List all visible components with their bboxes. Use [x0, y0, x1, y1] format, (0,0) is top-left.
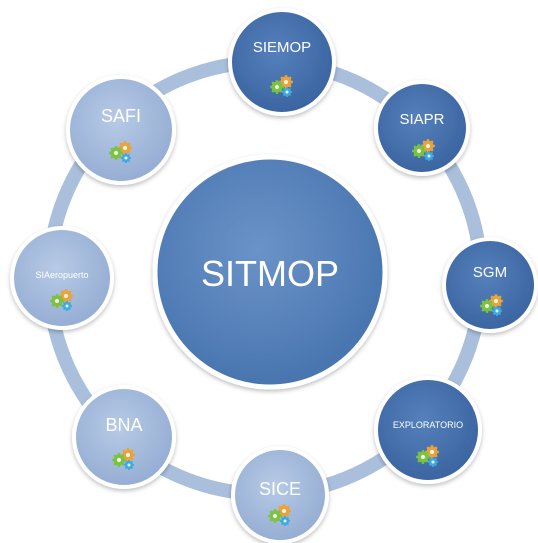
satellite-nodes: SIEMOP SIAPR SGM EXPLORATORIO SICE BNA SIAerop… [10, 8, 538, 543]
satellite-node-label: SAFI [101, 106, 141, 126]
satellite-node-label: EXPLORATORIO [393, 420, 463, 430]
satellite-node: SAFI [66, 75, 176, 185]
satellite-node-label: SICE [259, 479, 301, 499]
gear-shape [50, 294, 64, 308]
gears-icon [50, 289, 73, 311]
gear-shape [124, 460, 134, 470]
satellite-node-circle [10, 226, 114, 330]
gears-icon [112, 448, 135, 470]
satellite-node-circle [231, 446, 329, 543]
satellite-node-label: SIAPR [399, 111, 444, 128]
satellite-node: SIAeropuerto [10, 226, 114, 330]
gear-shape [282, 87, 292, 97]
gear-shape [492, 306, 502, 316]
center-node-label: SITMOP [201, 253, 339, 294]
gear-shape [121, 153, 131, 163]
gears-icon [109, 141, 132, 163]
gear-shape [416, 450, 430, 464]
gear-shape [412, 144, 426, 158]
gear-shape [109, 146, 123, 160]
gear-shape [489, 294, 503, 308]
satellite-node: SIEMOP [228, 8, 336, 116]
satellite-node-circle [66, 75, 176, 185]
satellite-node-label: SIEMOP [253, 39, 311, 56]
center-node: SITMOP [152, 154, 388, 390]
satellite-node-circle [374, 376, 482, 484]
satellite-node: SICE [231, 446, 329, 543]
satellite-node: EXPLORATORIO [374, 376, 482, 484]
satellite-node: BNA [72, 385, 176, 489]
gear-shape [424, 151, 434, 161]
satellite-node-circle [374, 80, 470, 176]
satellite-node-circle [442, 237, 538, 333]
satellite-node-label: SGM [473, 264, 507, 281]
satellite-node-label: BNA [105, 415, 142, 435]
gear-shape [268, 509, 282, 523]
gear-shape [118, 141, 132, 155]
gear-shape [270, 80, 284, 94]
gears-icon [270, 75, 293, 97]
gear-shape [428, 457, 438, 467]
gears-icon [412, 139, 435, 161]
gears-icon [480, 294, 503, 316]
gear-shape [62, 301, 72, 311]
gear-shape [480, 299, 494, 313]
satellite-node-circle [72, 385, 176, 489]
satellite-node: SGM [442, 237, 538, 333]
satellite-node-circle [228, 8, 336, 116]
gears-icon [416, 445, 439, 467]
satellite-node-label: SIAeropuerto [35, 270, 88, 280]
satellite-node: SIAPR [374, 80, 470, 176]
gear-shape [280, 516, 290, 526]
gears-icon [268, 504, 291, 526]
gear-shape [112, 453, 126, 467]
